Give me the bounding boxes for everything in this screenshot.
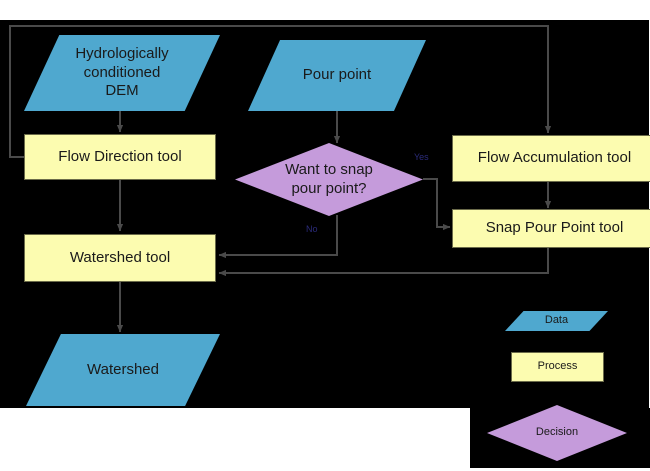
edge-snap-to-watershedtool [218,247,549,277]
parallelogram-shape [248,40,426,111]
legend-item-data: Data [505,311,608,331]
node-watershed-tool[interactable]: Watershed tool [24,234,216,282]
node-flow-accumulation-tool[interactable]: Flow Accumulation tool [452,135,650,182]
canvas-left-notch [0,20,24,408]
node-label: Want to snap pour point? [285,160,373,197]
parallelogram-shape [26,334,220,406]
node-label: Watershed tool [69,248,171,266]
edge-decision-no-to-watershedtool [218,215,338,259]
parallelogram-shape [505,311,608,331]
node-hydrologically-conditioned-dem[interactable]: Hydrologically conditioned DEM [24,35,220,111]
node-label: Flow Direction tool [58,147,182,165]
node-decision-want-to-snap-pour-point[interactable]: Want to snap pour point? [235,143,423,216]
node-label: Flow Accumulation tool [477,149,632,167]
node-label: Hydrologically conditioned DEM [75,44,169,100]
legend-label: Data [544,314,569,327]
node-label: Snap Pour Point tool [485,219,624,237]
edge-label-no: No [306,224,318,234]
edge-decision-yes-to-snap [423,178,451,231]
node-label: Watershed [87,360,159,378]
node-snap-pour-point-tool[interactable]: Snap Pour Point tool [452,209,650,248]
legend-label: Process [537,360,578,373]
edge-flowdir-to-flowacc [9,25,552,158]
edge-label-yes: Yes [414,152,429,162]
legend-item-decision: Decision [487,405,627,461]
parallelogram-shape [24,35,220,111]
legend-item-process: Process [511,352,604,382]
node-label: Pour point [302,66,372,84]
legend-label: Decision [535,426,579,439]
node-flow-direction-tool[interactable]: Flow Direction tool [24,134,216,180]
node-watershed-output[interactable]: Watershed [26,334,220,406]
node-pour-point[interactable]: Pour point [248,40,426,111]
